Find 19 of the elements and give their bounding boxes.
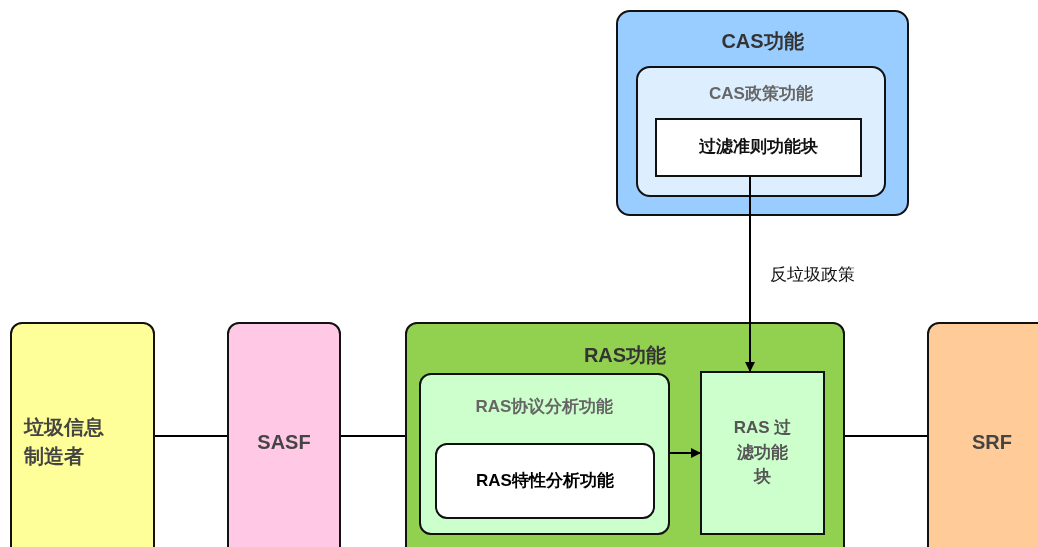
- connector-line: [154, 435, 228, 437]
- process-box: SRF: [927, 322, 1038, 547]
- connector-line: [340, 435, 406, 437]
- process-box: SASF: [227, 322, 341, 547]
- connector-line: [844, 435, 928, 437]
- group-box: [419, 373, 670, 535]
- group-heading: RAS功能: [582, 343, 668, 368]
- arrow: [669, 448, 701, 458]
- process-box: RAS 过滤功能块: [700, 371, 825, 535]
- group-box: [616, 10, 909, 216]
- process-box: 过滤准则功能块: [655, 118, 862, 177]
- group-box: [636, 66, 886, 197]
- arrow: [745, 176, 755, 372]
- group-heading: RAS协议分析功能: [474, 396, 615, 418]
- process-box: 垃圾信息制造者: [10, 322, 155, 547]
- group-heading: CAS政策功能: [708, 83, 814, 105]
- group-heading: CAS功能: [720, 29, 805, 54]
- process-box: RAS特性分析功能: [435, 443, 655, 519]
- group-box: [405, 322, 845, 547]
